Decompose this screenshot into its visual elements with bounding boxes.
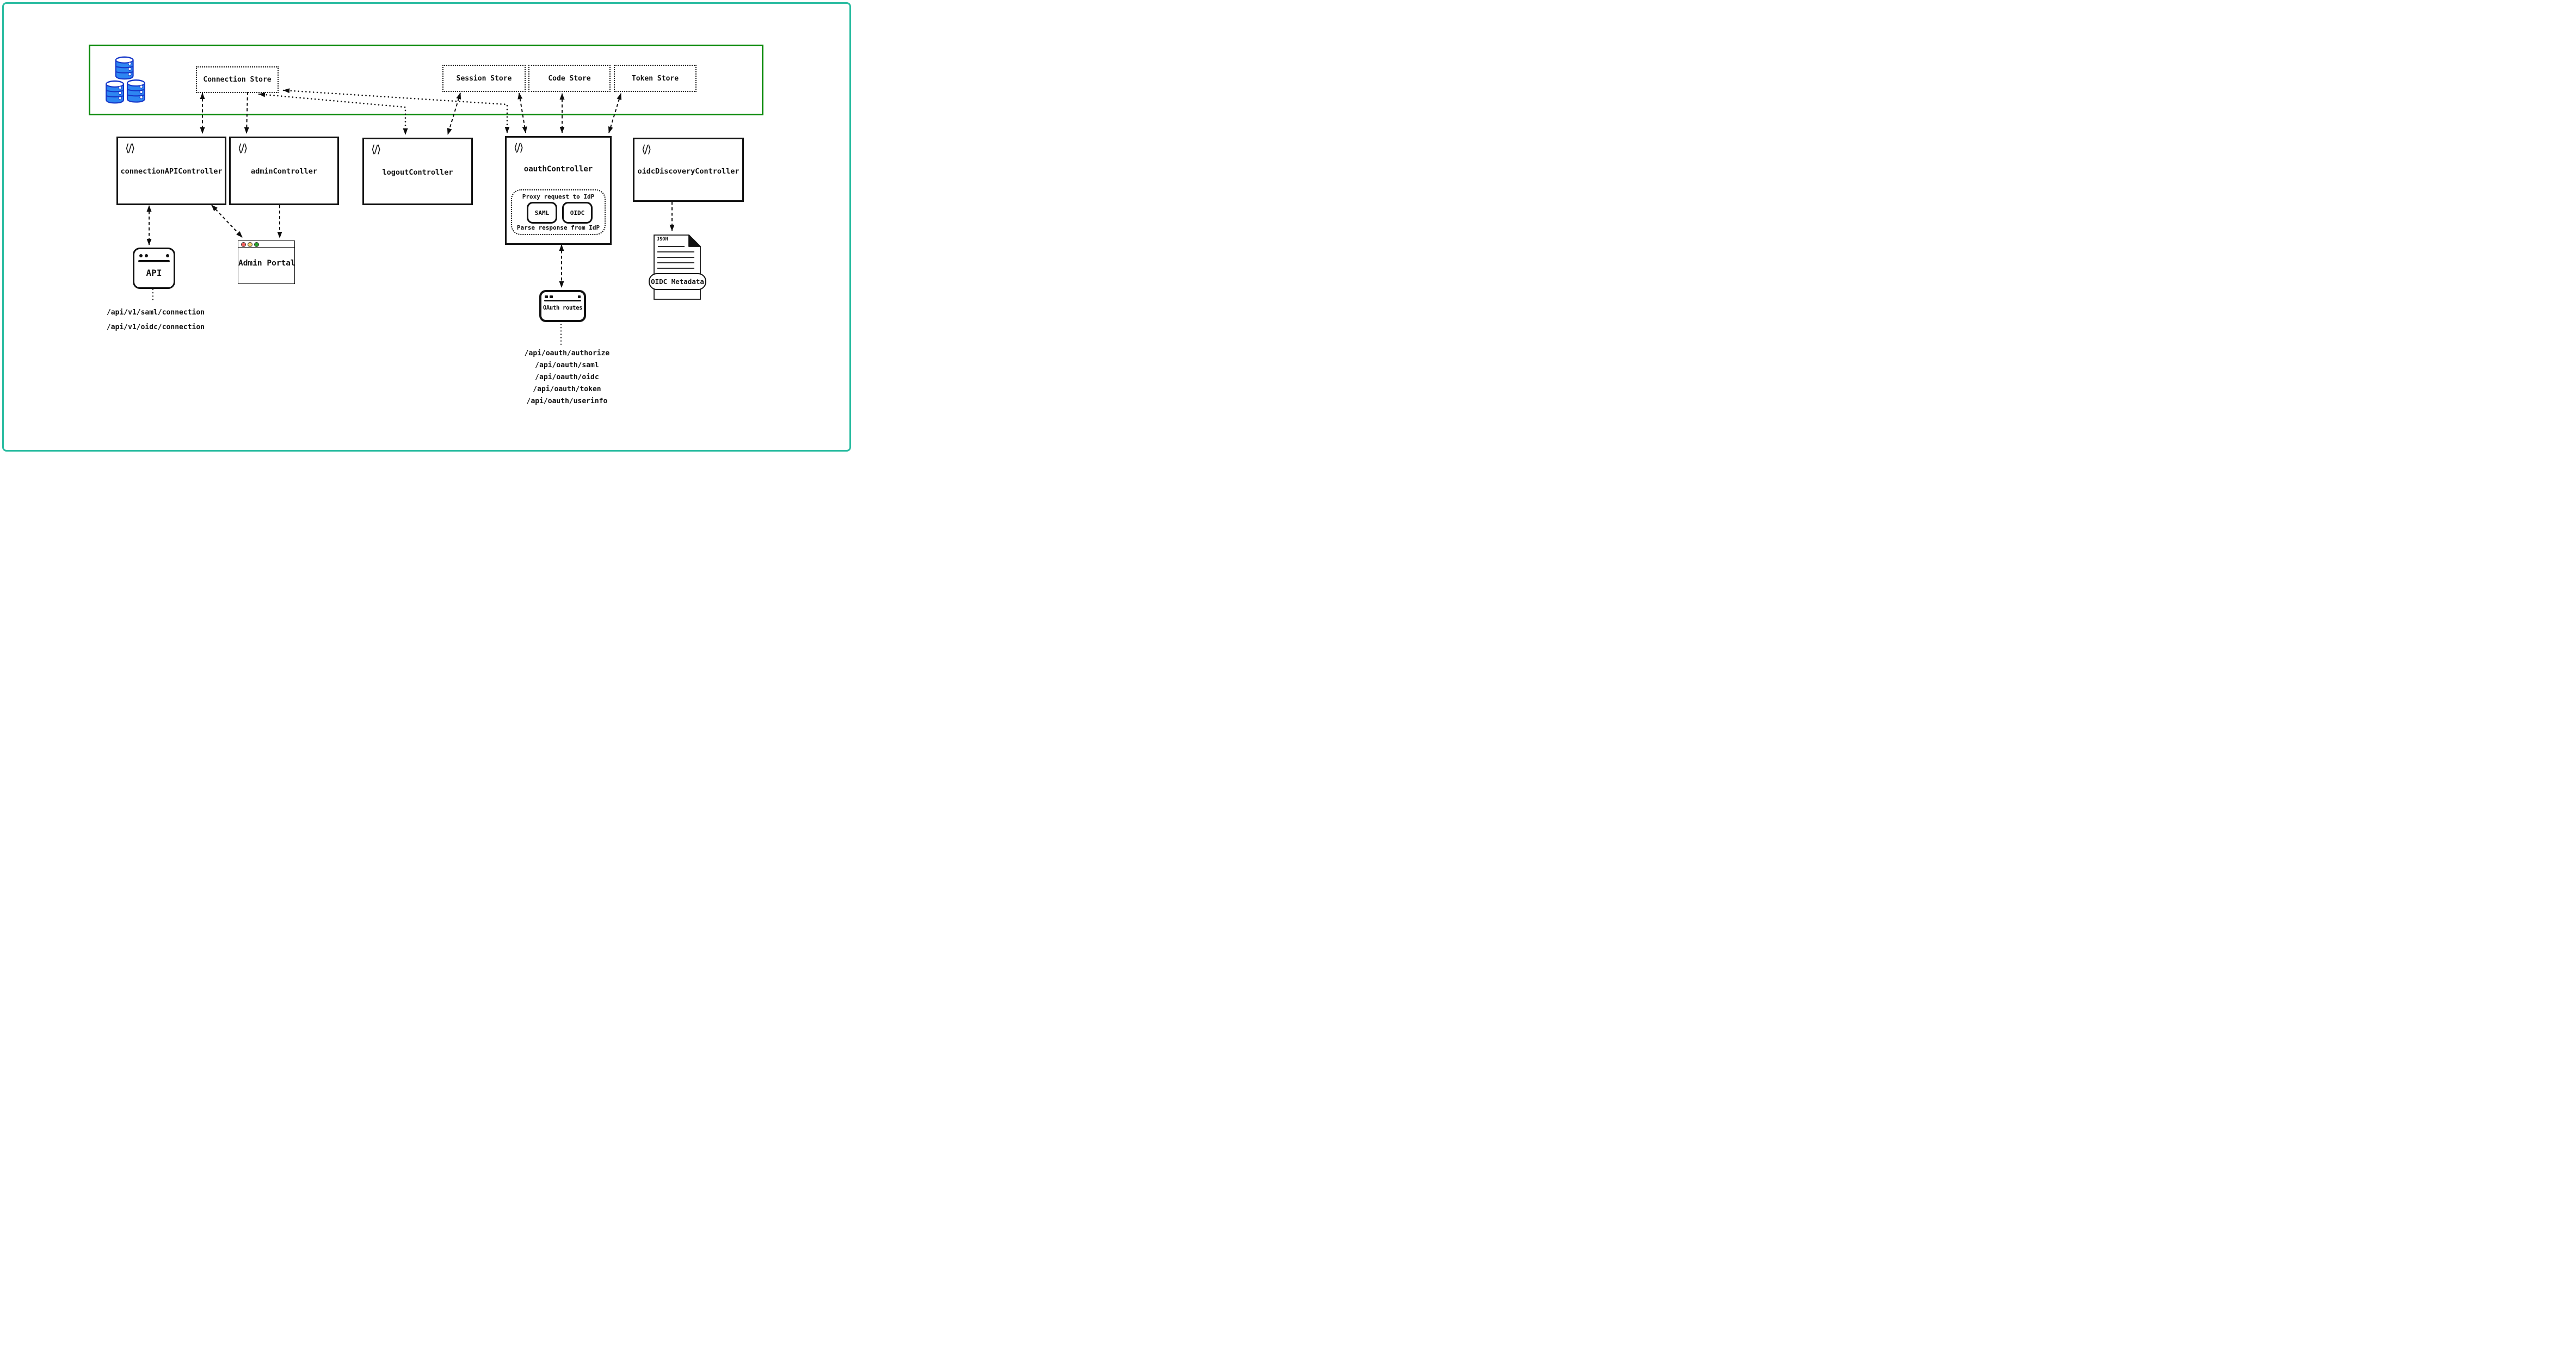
oidc-metadata-label: OIDC Metadata: [649, 273, 706, 290]
store-session: Session Store: [442, 65, 526, 92]
json-file-type-label: JSON: [657, 237, 668, 242]
code-icon: ⟨/⟩: [371, 143, 381, 156]
code-icon: ⟨/⟩: [125, 141, 135, 155]
store-connection: Connection Store: [196, 66, 279, 93]
oauth-route: /api/oauth/saml: [535, 361, 599, 369]
architecture-diagram: Connection Store Session Store Code Stor…: [0, 0, 853, 454]
proxy-request-box: Proxy request to IdP SAML OIDC Parse res…: [511, 189, 606, 235]
controller-logout: ⟨/⟩ logoutController: [362, 138, 473, 205]
window-dot: [166, 254, 169, 257]
controller-connection-api-label: connectionAPIController: [120, 167, 223, 176]
api-route: /api/v1/oidc/connection: [106, 323, 205, 331]
code-icon: ⟨/⟩: [514, 141, 523, 154]
proxy-bottom-label: Parse response from IdP: [516, 224, 600, 231]
window-dot: [550, 295, 553, 298]
protocol-saml: SAML: [527, 202, 557, 224]
controller-oidc-discovery: ⟨/⟩ oidcDiscoveryController: [633, 138, 744, 202]
store-connection-label: Connection Store: [203, 76, 272, 84]
protocol-oidc: OIDC: [562, 202, 593, 224]
store-code-label: Code Store: [548, 74, 591, 83]
oauth-routes-window: OAuth routes: [539, 290, 586, 322]
json-document-icon: [654, 234, 701, 300]
traffic-light-yellow: [248, 242, 252, 247]
window-dot: [139, 254, 143, 257]
oauth-route: /api/oauth/authorize: [524, 349, 610, 357]
oauth-routes-window-label: OAuth routes: [543, 305, 583, 311]
traffic-light-red: [241, 242, 246, 247]
store-token: Token Store: [614, 65, 697, 92]
window-dot: [578, 295, 581, 298]
code-icon: ⟨/⟩: [238, 141, 248, 155]
controller-oidc-discovery-label: oidcDiscoveryController: [637, 167, 739, 176]
oauth-route-list: /api/oauth/authorize /api/oauth/saml /ap…: [518, 348, 616, 408]
window-dot: [145, 254, 148, 257]
oidc-metadata-doc: JSON OIDC Metadata: [649, 233, 707, 301]
store-token-label: Token Store: [631, 74, 679, 83]
api-route: /api/v1/saml/connection: [106, 308, 205, 317]
code-icon: ⟨/⟩: [642, 143, 651, 156]
controller-admin: ⟨/⟩ adminController: [229, 137, 339, 205]
store-session-label: Session Store: [456, 74, 512, 83]
window-toolbar: [544, 300, 581, 301]
api-route-list: /api/v1/saml/connection /api/v1/oidc/con…: [103, 305, 208, 335]
admin-portal-label: Admin Portal: [238, 259, 295, 268]
admin-portal-window: Admin Portal: [238, 240, 295, 284]
api-window: API: [133, 248, 175, 289]
controller-admin-label: adminController: [251, 167, 317, 176]
window-titlebar: [238, 241, 294, 248]
oauth-route: /api/oauth/token: [533, 385, 601, 393]
window-dot: [545, 295, 548, 298]
window-toolbar: [138, 260, 170, 262]
traffic-light-green: [254, 242, 259, 247]
oauth-route: /api/oauth/oidc: [535, 373, 599, 381]
controller-oauth-label: oauthController: [523, 165, 593, 174]
api-window-label: API: [146, 268, 162, 278]
outer-frame: [2, 2, 851, 452]
controller-logout-label: logoutController: [382, 168, 453, 177]
oauth-route: /api/oauth/userinfo: [526, 397, 608, 405]
proxy-top-label: Proxy request to IdP: [522, 193, 595, 200]
controller-connection-api: ⟨/⟩ connectionAPIController: [116, 137, 226, 205]
controller-oauth: ⟨/⟩ oauthController Proxy request to IdP…: [505, 136, 612, 245]
store-code: Code Store: [528, 65, 611, 92]
